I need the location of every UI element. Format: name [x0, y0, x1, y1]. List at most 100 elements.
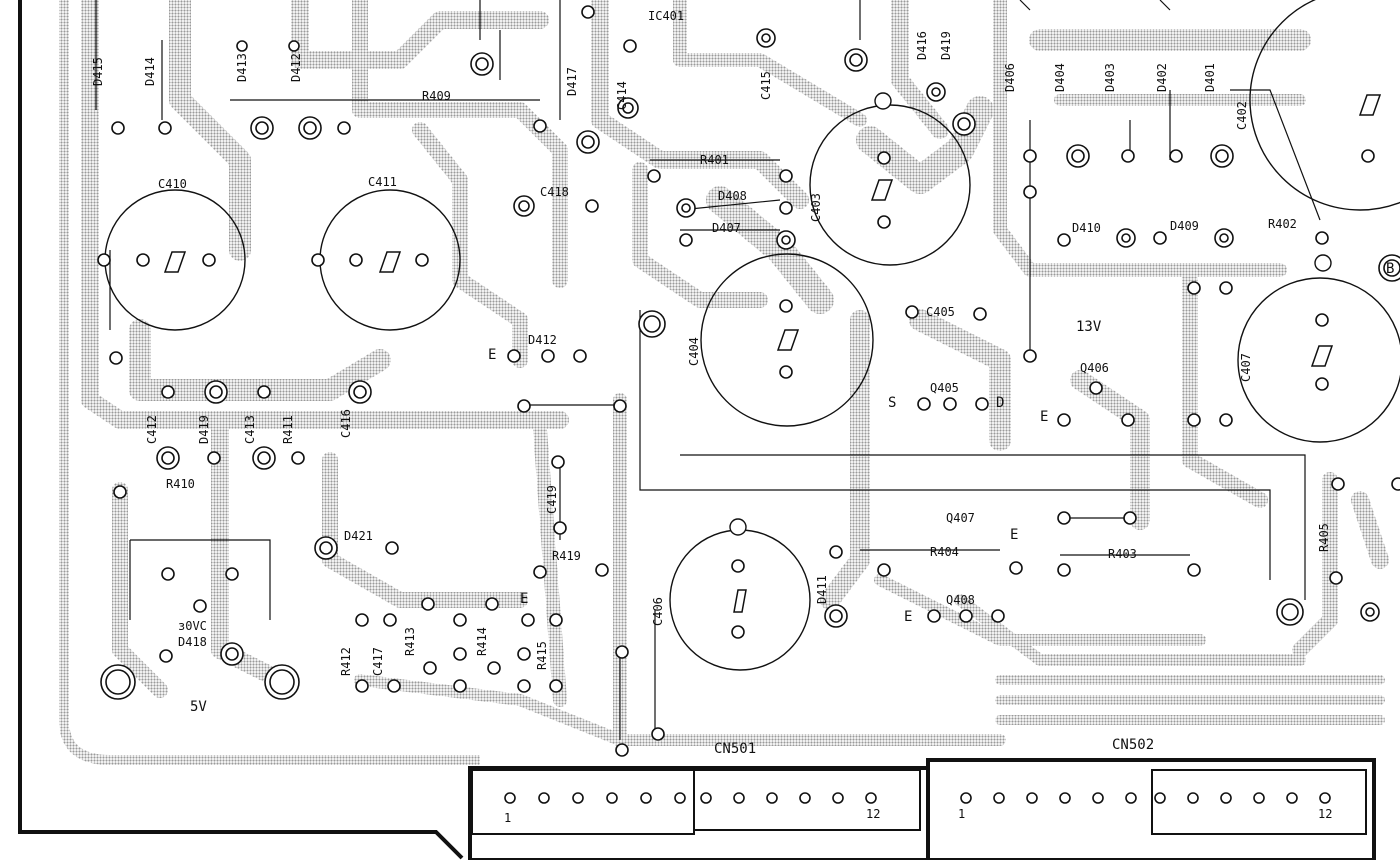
connector-pin — [700, 792, 712, 804]
solder-pad — [311, 253, 325, 267]
solder-pad — [779, 169, 793, 183]
label-d417: D417 — [565, 67, 579, 96]
label-d413: D413 — [235, 53, 249, 82]
solder-pad-hole — [622, 102, 634, 114]
c404-body — [700, 253, 874, 427]
solder-pad-hole — [105, 669, 131, 695]
solder-pad-hole — [931, 87, 941, 97]
connector-pin — [1187, 792, 1199, 804]
solder-pad — [553, 521, 567, 535]
solder-pad — [595, 563, 609, 577]
label-c406: C406 — [651, 597, 665, 626]
solder-pad — [549, 679, 563, 693]
solder-pad-hole — [781, 235, 791, 245]
solder-pad-hole — [643, 315, 661, 333]
solder-pad — [973, 307, 987, 321]
label-r415: R415 — [535, 641, 549, 670]
solder-pad-hole — [269, 669, 295, 695]
label-e2: E — [488, 347, 497, 363]
solder-pad — [647, 169, 661, 183]
label-pin1-cn502: 1 — [958, 807, 966, 821]
solder-pad-hole — [1215, 149, 1229, 163]
solder-pad — [877, 215, 891, 229]
solder-pad — [1391, 477, 1400, 491]
solder-pad — [905, 305, 919, 319]
label-c417: C417 — [371, 647, 385, 676]
label-q405: Q405 — [930, 381, 959, 395]
solder-pad — [385, 541, 399, 555]
solder-pad — [453, 647, 467, 661]
connector-pin — [733, 792, 745, 804]
solder-pad — [225, 567, 239, 581]
label-e5: E — [520, 591, 529, 607]
solder-pad — [159, 649, 173, 663]
solder-pad — [1121, 413, 1135, 427]
solder-pad — [877, 151, 891, 165]
solder-pad — [1023, 149, 1037, 163]
label-b: B — [1386, 261, 1395, 277]
solder-pad — [1187, 281, 1201, 295]
solder-pad — [1121, 149, 1135, 163]
solder-pad — [551, 455, 565, 469]
connector-pin — [674, 792, 686, 804]
label-c416: C416 — [339, 409, 353, 438]
label-c418: C418 — [540, 185, 569, 199]
solder-pad-hole — [319, 541, 333, 555]
connector-pin — [1319, 792, 1331, 804]
label-d410: D410 — [1072, 221, 1101, 235]
solder-pad — [202, 253, 216, 267]
label-e3: E — [1010, 527, 1019, 543]
solder-pad-hole — [581, 135, 595, 149]
solder-pad — [485, 597, 499, 611]
label-c411: C411 — [368, 175, 397, 189]
solder-pad — [387, 679, 401, 693]
solder-pad — [521, 613, 535, 627]
label-c415: C415 — [759, 71, 773, 100]
solder-pad — [1123, 511, 1137, 525]
solder-pad-hole — [1071, 149, 1085, 163]
label-d416: D416 — [915, 31, 929, 60]
c407-body — [1237, 277, 1400, 443]
label-d411: D411 — [815, 575, 829, 604]
solder-pad-hole — [303, 121, 317, 135]
connector-pin — [865, 792, 877, 804]
solder-pad — [731, 559, 745, 573]
component-outlines — [95, 0, 1321, 740]
polarity-marks — [163, 94, 1382, 613]
solder-pad — [288, 40, 300, 52]
solder-pad — [236, 40, 248, 52]
label-e4: E — [904, 609, 913, 625]
solder-pad — [541, 349, 555, 363]
solder-pad — [487, 661, 501, 675]
solder-pad — [779, 299, 793, 313]
solder-pad — [1361, 149, 1375, 163]
label-pin1-cn501: 1 — [504, 811, 512, 825]
solder-pad — [507, 349, 521, 363]
solder-pad — [355, 679, 369, 693]
c406-body — [669, 529, 811, 671]
solder-pad — [975, 397, 989, 411]
solder-pad-hole — [353, 385, 367, 399]
label-r401: R401 — [700, 153, 729, 167]
solder-pad — [533, 119, 547, 133]
label-d414: D414 — [143, 57, 157, 86]
solder-pad-hole — [681, 203, 691, 213]
solder-pad — [1315, 231, 1329, 245]
label-ps: ɜ0VC — [178, 619, 207, 633]
solder-pad — [651, 727, 665, 741]
label-c419: C419 — [545, 485, 559, 514]
label-c412: C412 — [145, 415, 159, 444]
solder-pad — [158, 121, 172, 135]
label-r414: R414 — [475, 627, 489, 656]
solder-pad — [111, 121, 125, 135]
connector-pin — [1059, 792, 1071, 804]
solder-pad — [383, 613, 397, 627]
solder-pad — [453, 679, 467, 693]
connector-pin — [1220, 792, 1232, 804]
solder-pad — [585, 199, 599, 213]
solder-pad — [161, 567, 175, 581]
solder-pad — [615, 743, 629, 757]
connector-pin — [572, 792, 584, 804]
label-d419b: D419 — [197, 415, 211, 444]
c410-body — [104, 189, 246, 331]
